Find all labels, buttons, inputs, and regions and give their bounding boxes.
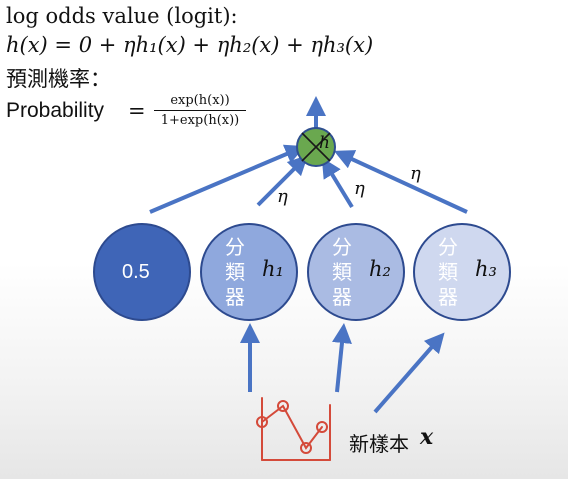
classifier-h1-symbol: h₁	[262, 257, 284, 281]
probability-fraction: exp(h(x)) 1+exp(h(x))	[152, 93, 248, 128]
probability-heading: 預測機率：	[6, 68, 111, 91]
classifier-char-3: 器	[225, 287, 245, 309]
classifier-char-1: 分	[225, 237, 245, 259]
arrows-from-sample	[240, 323, 445, 414]
logit-title: log odds value (logit):	[6, 4, 238, 28]
classifier-char-3: 器	[438, 287, 458, 309]
classifier-node-h2	[307, 223, 405, 321]
classifier-node-h1	[200, 223, 298, 321]
classifier-h3-text: 分 類 器	[437, 236, 459, 311]
sample-sketch	[256, 397, 331, 461]
classifier-char-2: 類	[332, 262, 352, 284]
classifier-char-2: 類	[438, 262, 458, 284]
arrows-to-output	[149, 96, 468, 214]
output-node	[296, 127, 336, 167]
eta-label-h1: η	[277, 186, 288, 207]
output-symbol: h	[319, 133, 330, 153]
arrow-h1-to-output	[256, 154, 309, 207]
classifier-h2-symbol: h₂	[369, 257, 391, 281]
classifier-char-1: 分	[332, 237, 352, 259]
new-sample-label: 新樣本	[349, 434, 409, 456]
arrow-sample-to-h2	[332, 323, 352, 393]
arrow-base-to-output	[149, 144, 306, 214]
classifier-char-1: 分	[438, 237, 458, 259]
classifier-char-2: 類	[225, 262, 245, 284]
probability-equals: =	[128, 99, 146, 123]
logit-formula: h(x) = 0 + ηh₁(x) + ηh₂(x) + ηh₃(x)	[6, 33, 374, 57]
arrow-h3-to-output	[333, 150, 468, 214]
base-node	[93, 223, 191, 321]
fraction-numerator: exp(h(x))	[170, 93, 230, 108]
classifier-h2-text: 分 類 器	[331, 236, 353, 311]
arrow-h2-to-output	[321, 157, 354, 209]
classifier-h1-text: 分 類 器	[224, 236, 246, 311]
arrow-sample-to-h3	[373, 332, 445, 414]
fraction-denominator: 1+exp(h(x))	[160, 113, 240, 128]
eta-label-h3: η	[410, 163, 421, 184]
probability-label: Probability	[6, 99, 105, 122]
classifier-h3-symbol: h₃	[475, 257, 497, 281]
classifier-node-h3	[413, 223, 511, 321]
new-sample-symbol: x	[420, 424, 434, 450]
eta-label-h2: η	[354, 178, 365, 199]
classifier-char-3: 器	[332, 287, 352, 309]
base-node-label: 0.5	[122, 261, 150, 283]
fraction-bar	[154, 110, 246, 111]
